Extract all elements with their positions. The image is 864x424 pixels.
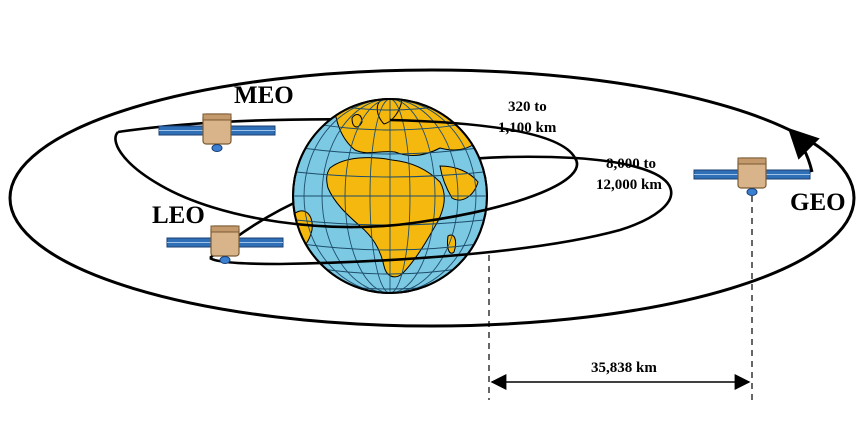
leo-range-line2: 1,100 km [498,120,557,136]
meo-range-line1: 8,000 to [606,156,656,172]
earth-globe [292,98,488,294]
direction-arrow-icon [787,127,820,173]
leo-orbit [209,156,673,266]
geo-label: GEO [790,189,846,216]
leo-label: LEO [152,202,205,229]
meo-orbit [114,118,579,229]
leo-range-line1: 320 to [508,99,547,115]
leo-satellite-icon [166,225,284,265]
meo-label: MEO [234,82,294,109]
geo-distance-label: 35,838 km [591,360,657,376]
meo-range-line2: 12,000 km [596,177,662,193]
geo-orbit [8,68,856,328]
